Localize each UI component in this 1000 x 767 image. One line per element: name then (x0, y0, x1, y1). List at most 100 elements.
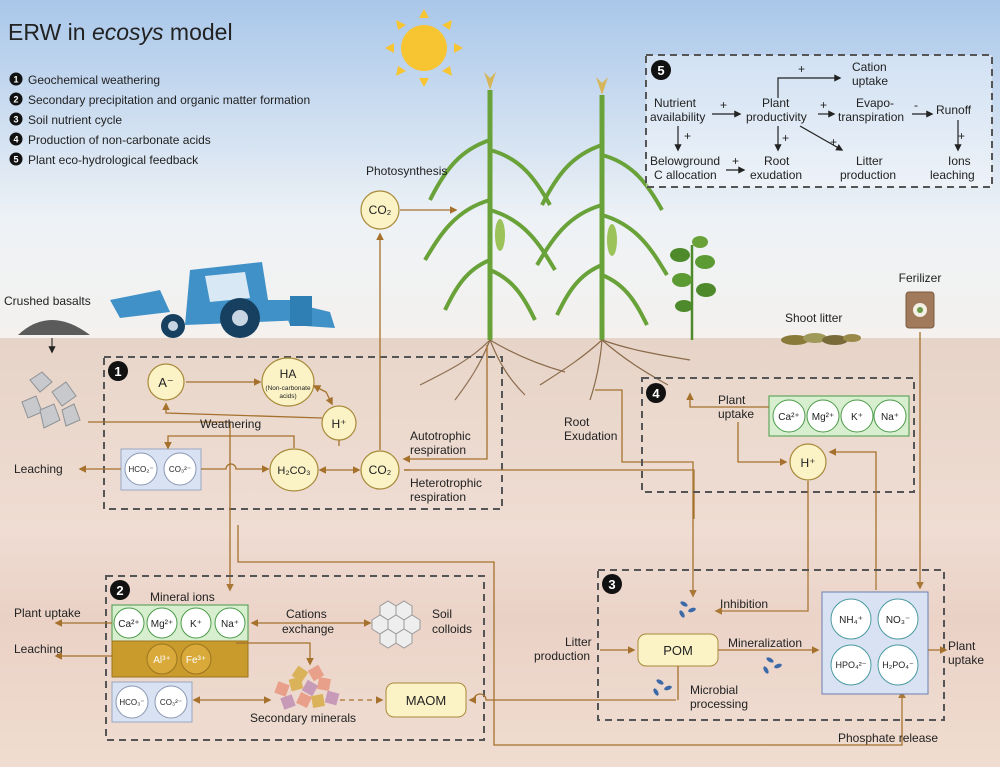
secondary-minerals-label: Secondary minerals (250, 711, 356, 725)
carbonate-anion-box: HCO₂⁻ CO₃²⁻ (120, 448, 202, 491)
microbial-processing-label: Microbial (690, 683, 738, 697)
svg-text:Mg²⁺: Mg²⁺ (812, 412, 835, 423)
weathering-label: Weathering (200, 417, 261, 431)
ha-node: HA (Non-carbonate acids) (261, 357, 315, 407)
plant-uptake-label-3: uptake (948, 653, 984, 667)
sun-icon (385, 9, 463, 87)
legend-item: 5 Plant eco-hydrological feedback (9, 152, 199, 167)
root-exudation-label: Exudation (564, 429, 617, 443)
svg-text:+: + (782, 131, 789, 145)
secondary-minerals-icon (274, 664, 340, 710)
co2-photosynthesis-node: CO₂ (360, 190, 400, 230)
svg-text:Mg²⁺: Mg²⁺ (151, 619, 174, 630)
svg-text:Fe³⁺: Fe³⁺ (186, 655, 206, 666)
plant-uptake-label: Plant (718, 393, 746, 407)
svg-text:Evapo-: Evapo- (856, 96, 894, 110)
cations-exchange-label: Cations (286, 607, 327, 621)
svg-text:2: 2 (116, 583, 123, 598)
h2co3-node: H₂CO₃ (269, 448, 319, 492)
svg-text:acids): acids) (279, 393, 296, 400)
svg-text:(Non-carbonate: (Non-carbonate (265, 385, 311, 392)
svg-text:K⁺: K⁺ (190, 619, 202, 630)
flow-arrows (78, 206, 695, 592)
svg-text:POM: POM (663, 643, 693, 658)
svg-text:HCO₂⁻: HCO₂⁻ (128, 465, 153, 474)
legend-item: 4 Production of non-carbonate acids (9, 132, 211, 147)
svg-text:3: 3 (608, 577, 615, 592)
svg-text:Geochemical weathering: Geochemical weathering (28, 73, 160, 87)
svg-text:H₂CO₃: H₂CO₃ (277, 465, 310, 477)
svg-text:Belowground: Belowground (650, 154, 720, 168)
svg-text:+: + (732, 154, 739, 168)
soil-colloids-label: colloids (432, 622, 472, 636)
svg-text:+: + (720, 98, 727, 112)
plant-uptake-label: uptake (718, 407, 754, 421)
pom-node: POM (637, 633, 719, 667)
svg-text:5: 5 (657, 63, 664, 78)
photosynthesis-label: Photosynthesis (366, 164, 447, 178)
process-legend: 1 Geochemical weathering 2 Secondary pre… (9, 72, 310, 167)
svg-text:NH₄⁺: NH₄⁺ (839, 615, 863, 626)
heterotrophic-label: Heterotrophic (410, 476, 482, 490)
svg-text:-: - (914, 98, 918, 112)
svg-text:1: 1 (114, 364, 121, 379)
svg-text:Na⁺: Na⁺ (881, 412, 899, 423)
svg-text:+: + (820, 98, 827, 112)
corn-plant-icon (535, 77, 669, 340)
tractor-icon (110, 262, 335, 338)
svg-text:A⁻: A⁻ (158, 375, 174, 390)
svg-text:CO₃²⁻: CO₃²⁻ (169, 465, 191, 474)
svg-text:H⁺: H⁺ (801, 456, 816, 470)
svg-text:Al³⁺: Al³⁺ (153, 655, 171, 666)
svg-text:C allocation: C allocation (654, 168, 717, 182)
phosphate-release-label: Phosphate release (838, 731, 938, 745)
svg-text:H⁺: H⁺ (332, 417, 347, 431)
inhibition-label: Inhibition (720, 597, 768, 611)
svg-text:NO₃⁻: NO₃⁻ (886, 615, 910, 626)
svg-text:transpiration: transpiration (838, 110, 904, 124)
cations-exchange-label: exchange (282, 622, 334, 636)
svg-text:productivity: productivity (746, 110, 807, 124)
svg-text:Production of non-carbonate ac: Production of non-carbonate acids (28, 133, 211, 147)
mineralization-label: Mineralization (728, 636, 802, 650)
basalt-pile-icon (18, 320, 90, 335)
plant-uptake-label-3: Plant (948, 639, 976, 653)
legend-item: 2 Secondary precipitation and organic ma… (9, 92, 310, 107)
mineral-ions-box: Ca²⁺ Mg²⁺ K⁺ Na⁺ (111, 604, 249, 642)
svg-text:HCO₃⁻: HCO₃⁻ (119, 698, 144, 707)
svg-text:+: + (830, 135, 837, 149)
soil-colloids-icon (371, 600, 421, 649)
svg-text:production: production (840, 168, 896, 182)
svg-text:+: + (958, 129, 965, 143)
al-fe-box: Al³⁺ Fe³⁺ (111, 640, 249, 678)
carbonate-box-2: HCO₃⁻ CO₃²⁻ (111, 681, 193, 723)
svg-text:Plant eco-hydrological feedbac: Plant eco-hydrological feedback (28, 153, 199, 167)
svg-text:HPO₄²⁻: HPO₄²⁻ (836, 660, 867, 670)
diagram-title: ERW in ecosys model (8, 19, 233, 45)
soybean-plant-icon (670, 236, 716, 340)
legend-item: 1 Geochemical weathering (9, 72, 160, 87)
heterotrophic-label: respiration (410, 490, 466, 504)
svg-text:Plant: Plant (762, 96, 790, 110)
svg-text:CO₂: CO₂ (369, 203, 392, 217)
process-box-5 (645, 54, 993, 188)
soil-colloids-label: Soil (432, 607, 452, 621)
shoot-litter-icon (781, 333, 861, 345)
co2-soil-node: CO₂ (360, 450, 400, 490)
autotrophic-label: Autotrophic (410, 429, 471, 443)
svg-text:H₂PO₄⁻: H₂PO₄⁻ (882, 660, 914, 670)
svg-text:uptake: uptake (852, 74, 888, 88)
svg-text:Ca²⁺: Ca²⁺ (778, 412, 799, 423)
svg-text:Ca²⁺: Ca²⁺ (118, 619, 139, 630)
svg-text:Na⁺: Na⁺ (221, 619, 239, 630)
svg-text:+: + (684, 129, 691, 143)
fertilizer-bag-icon (905, 291, 935, 329)
svg-text:availability: availability (650, 110, 705, 124)
svg-text:4: 4 (13, 135, 18, 145)
nutrient-ion-box: NH₄⁺ NO₃⁻ HPO₄²⁻ H₂PO₄⁻ (821, 591, 929, 695)
h-plus-node: H⁺ (321, 405, 357, 441)
microbe-icon (653, 601, 782, 696)
svg-text:Nutrient: Nutrient (654, 96, 697, 110)
feedback-diagram: Nutrient availability Plant productivity… (650, 60, 975, 182)
